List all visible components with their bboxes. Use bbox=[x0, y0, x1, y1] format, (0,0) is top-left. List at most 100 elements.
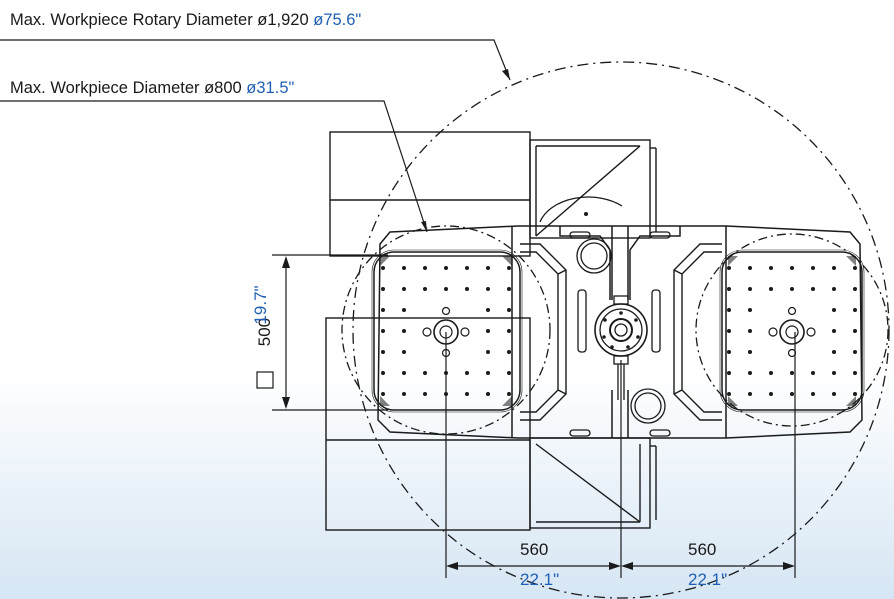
bolt-hole bbox=[853, 350, 857, 354]
bolt-hole bbox=[832, 266, 836, 270]
bolt-hole bbox=[748, 392, 752, 396]
left-spacing-imperial: 22.1" bbox=[520, 570, 560, 589]
bolt-hole bbox=[507, 308, 511, 312]
bolt-hole bbox=[507, 350, 511, 354]
bolt-hole bbox=[465, 266, 469, 270]
bolt-hole bbox=[402, 308, 406, 312]
rotary-diameter-imperial: ø75.6" bbox=[313, 11, 362, 29]
bolt-hole bbox=[748, 287, 752, 291]
bolt-hole bbox=[790, 266, 794, 270]
bolt-hole bbox=[423, 392, 427, 396]
bolt-hole bbox=[727, 329, 731, 333]
right-chevron bbox=[673, 243, 722, 421]
left-spacing-metric: 560 bbox=[520, 540, 549, 559]
bolt-hole bbox=[832, 371, 836, 375]
bolt-hole bbox=[790, 371, 794, 375]
bolt-hole bbox=[769, 287, 773, 291]
bolt-hole bbox=[486, 371, 490, 375]
right-pallet bbox=[719, 249, 865, 413]
bolt-hole bbox=[727, 287, 731, 291]
bolt-hole bbox=[507, 371, 511, 375]
bolt-hole bbox=[423, 266, 427, 270]
bolt-hole bbox=[486, 392, 490, 396]
center-bolt-ring bbox=[602, 311, 640, 349]
workpiece-diameter-callout: Max. Workpiece Diameter ø800 ø31.5" bbox=[10, 79, 294, 98]
bolt-hole bbox=[423, 287, 427, 291]
spacing-dimensions bbox=[445, 332, 796, 578]
bolt-hole bbox=[811, 392, 815, 396]
bolt-hole bbox=[832, 287, 836, 291]
bolt-hole bbox=[832, 308, 836, 312]
bolt-hole bbox=[853, 287, 857, 291]
max-workpiece-circle-right bbox=[695, 233, 889, 427]
bolt-hole bbox=[507, 287, 511, 291]
bolt-hole bbox=[507, 392, 511, 396]
bolt-hole bbox=[381, 287, 385, 291]
bolt-hole bbox=[507, 329, 511, 333]
bolt-hole bbox=[486, 329, 490, 333]
bolt-hole bbox=[465, 287, 469, 291]
workpiece-diameter-label: Max. Workpiece Diameter ø800 bbox=[10, 79, 242, 97]
bolt-hole bbox=[486, 350, 490, 354]
bolt-hole bbox=[402, 350, 406, 354]
right-spacing-imperial: 22.1" bbox=[688, 570, 728, 589]
bolt-hole bbox=[853, 329, 857, 333]
rotary-diameter-label: Max. Workpiece Rotary Diameter ø1,920 bbox=[10, 11, 309, 29]
bolt-hole bbox=[853, 392, 857, 396]
right-spacing-metric: 560 bbox=[688, 540, 717, 559]
max-rotary-circle bbox=[352, 61, 890, 599]
bolt-hole bbox=[402, 329, 406, 333]
bolt-hole bbox=[769, 266, 773, 270]
center-fixtures bbox=[569, 231, 671, 437]
max-workpiece-circle-left bbox=[341, 225, 551, 435]
bolt-hole bbox=[853, 266, 857, 270]
bolt-hole bbox=[465, 371, 469, 375]
bolt-hole bbox=[486, 266, 490, 270]
bolt-hole bbox=[727, 392, 731, 396]
bolt-hole bbox=[402, 371, 406, 375]
left-chevron bbox=[520, 243, 567, 421]
bolt-hole bbox=[790, 287, 794, 291]
bolt-hole bbox=[748, 329, 752, 333]
bolt-hole bbox=[853, 371, 857, 375]
leader-lines bbox=[0, 39, 511, 233]
bolt-hole bbox=[727, 308, 731, 312]
left-housing bbox=[325, 131, 531, 531]
bolt-hole bbox=[769, 371, 773, 375]
bolt-hole bbox=[748, 266, 752, 270]
upper-rotary-arc bbox=[539, 196, 623, 223]
bolt-hole bbox=[748, 308, 752, 312]
left-pallet bbox=[371, 249, 523, 413]
bolt-hole bbox=[465, 392, 469, 396]
bolt-hole bbox=[486, 287, 490, 291]
bolt-hole bbox=[832, 329, 836, 333]
upper-guard bbox=[529, 139, 657, 239]
rotary-diameter-callout: Max. Workpiece Rotary Diameter ø1,920 ø7… bbox=[10, 11, 361, 30]
bolt-hole bbox=[727, 266, 731, 270]
bolt-hole bbox=[381, 350, 385, 354]
bolt-hole bbox=[381, 329, 385, 333]
bolt-hole bbox=[381, 266, 385, 270]
bolt-hole bbox=[423, 371, 427, 375]
bolt-hole bbox=[811, 371, 815, 375]
bolt-hole bbox=[486, 308, 490, 312]
workpiece-diameter-imperial: ø31.5" bbox=[246, 79, 295, 97]
bolt-hole bbox=[507, 266, 511, 270]
bolt-hole bbox=[769, 392, 773, 396]
bolt-hole bbox=[790, 392, 794, 396]
bolt-hole bbox=[811, 266, 815, 270]
left-pallet-bolt-grid bbox=[381, 266, 511, 396]
bolt-hole bbox=[402, 266, 406, 270]
right-pallet-bolt-grid bbox=[727, 266, 857, 396]
bolt-hole bbox=[727, 350, 731, 354]
bolt-hole bbox=[444, 287, 448, 291]
pallet-square-imperial: 19.7" bbox=[251, 285, 270, 325]
bolt-hole bbox=[381, 371, 385, 375]
bolt-hole bbox=[402, 287, 406, 291]
bolt-hole bbox=[381, 308, 385, 312]
bolt-hole bbox=[381, 392, 385, 396]
pallet-square-dimension bbox=[272, 254, 388, 411]
bolt-hole bbox=[727, 371, 731, 375]
